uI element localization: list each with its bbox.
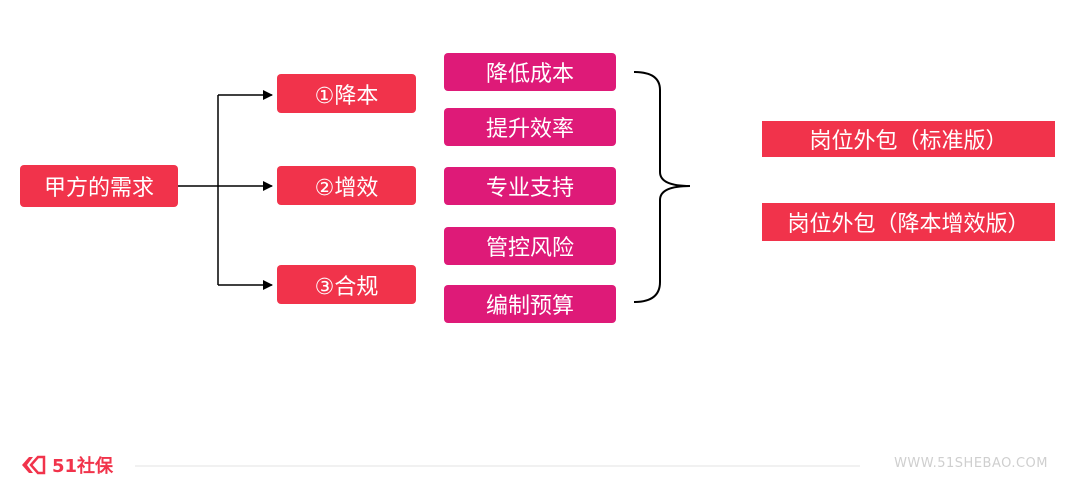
root-node: 甲方的需求 [20, 165, 178, 207]
branch-node-efficiency: ②增效 [277, 166, 416, 205]
detail-node: 提升效率 [444, 108, 616, 146]
detail-node: 专业支持 [444, 167, 616, 205]
branch-node-compliance: ③合规 [277, 265, 416, 304]
brand-logo: 51社保 [20, 452, 113, 478]
outcome-cost-efficiency: 岗位外包（降本增效版） [762, 203, 1055, 241]
detail-node: 编制预算 [444, 285, 616, 323]
curly-brace [633, 71, 691, 303]
detail-node: 降低成本 [444, 53, 616, 91]
detail-node: 管控风险 [444, 227, 616, 265]
branch-node-cost-reduction: ①降本 [277, 74, 416, 113]
brand-name: 51社保 [52, 456, 114, 477]
footer-url: WWW.51SHEBAO.COM [894, 456, 1048, 471]
brand-mark-icon [22, 455, 46, 475]
outcome-standard: 岗位外包（标准版） [762, 121, 1055, 157]
